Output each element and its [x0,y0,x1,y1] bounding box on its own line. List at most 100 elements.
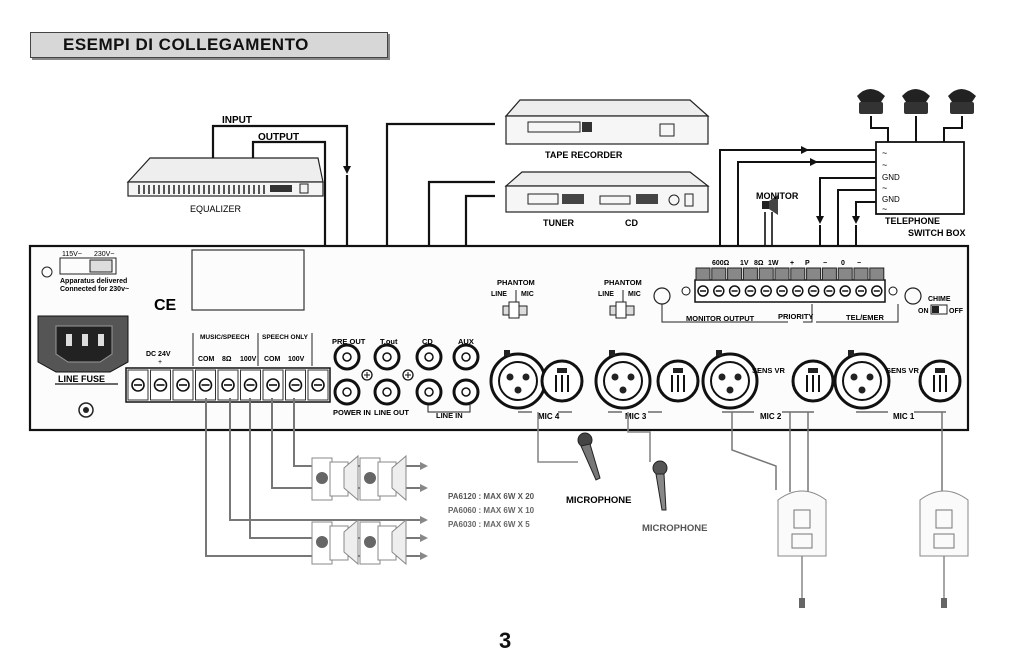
rca-jack[interactable] [452,378,480,406]
com-2-label: COM [264,356,281,363]
rca-jack[interactable] [452,343,480,371]
rca-jack[interactable] [415,378,443,406]
speaker-terminal[interactable] [217,369,239,401]
terminal-label: 8Ω [754,260,764,267]
speaker-terminal-block [125,367,331,403]
loudspeaker [359,454,407,502]
voltage-230-label: 230V~ [94,251,114,258]
rca-jacks [333,343,480,406]
microphone-label-1: MICROPHONE [566,495,631,506]
title-banner: ESEMPI DI COLLEGAMENTO [30,32,388,58]
com-1-label: COM [198,356,215,363]
chime-label: CHIME [928,296,951,303]
speaker-wiring [205,398,428,566]
tsb-label-5: GND [882,195,900,204]
speaker-terminal[interactable] [307,369,329,401]
microphone-label-2: MICROPHONE [642,523,707,534]
terminal-label: 1W [768,260,779,267]
xlr-male-socket[interactable] [656,359,700,403]
control-terminal[interactable] [758,267,774,297]
sens-vr-mic1-label: SENS VR [886,366,920,375]
terminal-label: − [857,260,861,267]
control-terminal[interactable] [727,267,743,297]
speaker-terminal[interactable] [150,369,171,401]
speaker-terminal[interactable] [240,369,261,401]
xlr-male-socket[interactable] [918,359,962,403]
control-terminal[interactable] [806,267,822,297]
tsb-label-3: GND [882,173,900,182]
control-terminal[interactable] [821,267,837,297]
terminal-label: 0 [841,260,845,267]
rca-jack[interactable] [333,378,361,406]
mic3-label: MIC 3 [625,412,647,421]
pre-out-label: PRE OUT [332,337,366,346]
mic1-label: MIC 1 [893,412,915,421]
xlr-female-socket[interactable] [833,350,891,410]
control-terminal[interactable] [695,267,711,297]
control-terminal[interactable] [869,267,885,297]
xlr-male-socket[interactable] [791,359,835,403]
speech-only-label: SPEECH ONLY [262,334,309,341]
control-terminal[interactable] [853,267,869,297]
phantom-switch-mic4: PHANTOM LINE MIC [491,278,535,319]
tape-recorder-device: TAPE RECORDER [504,99,710,160]
speaker-terminal[interactable] [127,369,149,401]
tel-emer-label: TEL/EMER [846,313,885,322]
speaker-terminal[interactable] [172,369,194,401]
rca-jack[interactable] [415,343,443,371]
control-terminal[interactable] [774,267,790,297]
loudspeaker [311,518,359,566]
voltage-115-label: 115V~ [62,251,82,258]
terminal-label: − [823,260,827,267]
terminal-label: 600Ω [712,260,730,267]
loudspeaker [359,518,407,566]
amplifier-rear-panel: 115V~ 230V~ Apparatus delivered Connecte… [28,244,970,432]
monitor-priority-terminal-strip [681,267,898,303]
equalizer-input-label: INPUT [222,115,252,126]
rca-jack[interactable] [333,343,361,371]
control-terminal[interactable] [711,267,727,297]
chime-off-label: OFF [949,308,964,315]
tape-recorder-label: TAPE RECORDER [545,150,623,160]
control-terminal[interactable] [790,267,806,297]
control-terminal[interactable] [742,267,758,297]
tsb-label-2: ~ [882,160,887,170]
monitor-label: MONITOR [756,191,799,201]
paging-console-1 [731,412,827,608]
equalizer-output-label: OUTPUT [258,132,299,143]
cd-label: CD [625,218,638,228]
voltage-note-1: Apparatus delivered [60,278,127,285]
speaker-terminal[interactable] [285,369,306,401]
speaker-note-2: PA6060 : MAX 6W X 10 [448,506,535,515]
100v-2-label: 100V [288,356,305,363]
rca-jack[interactable] [373,378,401,406]
xlr-male-socket[interactable] [540,359,584,403]
tsb-name-line2: SWITCH BOX [908,228,966,238]
control-terminal[interactable] [837,267,853,297]
xlr-female-socket[interactable] [701,350,759,410]
mic4-label: MIC 4 [538,412,560,421]
xlr-female-socket[interactable] [594,350,652,410]
line-in-label: LINE IN [436,411,463,420]
phantom-switch-mic3: PHANTOM LINE MIC [598,278,642,319]
ac-power-inlet [37,315,129,373]
monitor-output-label: MONITOR OUTPUT [686,314,755,323]
line-out-label: LINE OUT [374,408,409,417]
svg-text:MIC: MIC [628,291,641,298]
svg-text:PHANTOM: PHANTOM [604,278,642,287]
music-speech-label: MUSIC/SPEECH [200,334,250,341]
cd-input-label: CD [422,337,433,346]
ground-screw [361,369,373,381]
telephone-switch-box: ~ ~ GND ~ GND ~ TELEPHONE SWITCH BOX [875,141,966,238]
terminal-label: P [805,260,810,267]
chime-on-label: ON [918,308,929,315]
speaker-terminal[interactable] [195,369,216,401]
svg-text:MIC: MIC [521,291,534,298]
page-number: 3 [499,628,512,653]
100v-1-label: 100V [240,356,257,363]
rca-jack[interactable] [373,343,401,371]
speaker-terminal[interactable] [262,369,284,401]
tsb-label-4: ~ [882,183,887,193]
